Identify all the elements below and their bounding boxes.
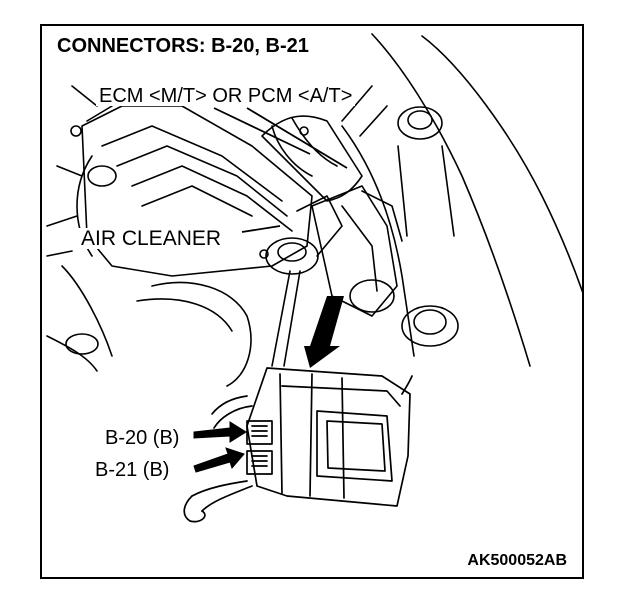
air-cleaner-leader bbox=[241, 225, 281, 233]
body-edge bbox=[341, 125, 415, 357]
connector-b21-label: B-21 (B) bbox=[92, 460, 173, 480]
pointer-arrow bbox=[310, 296, 344, 346]
fender-line bbox=[421, 35, 582, 293]
hood-outline bbox=[371, 33, 531, 367]
reservoir bbox=[265, 237, 395, 367]
ecm-module bbox=[183, 367, 413, 523]
air-cleaner-housing bbox=[76, 105, 343, 277]
ecm-leader-2 bbox=[246, 107, 348, 169]
ecm-label: ECM <M/T> OR PCM <A/T> bbox=[96, 86, 356, 106]
engine-bay-illustration bbox=[46, 33, 582, 523]
ecm-bracket bbox=[311, 185, 403, 317]
intake-hose bbox=[261, 85, 388, 202]
figure-code: AK500052AB bbox=[464, 553, 570, 569]
diagram-frame: CONNECTORS: B-20, B-21 ECM <M/T> OR PCM … bbox=[40, 24, 584, 579]
ecm-leader-1 bbox=[213, 107, 311, 155]
diagram-title: CONNECTORS: B-20, B-21 bbox=[54, 36, 312, 56]
air-cleaner-label: AIR CLEANER bbox=[78, 228, 225, 249]
strut-tower bbox=[397, 106, 459, 347]
connector-b20-label: B-20 (B) bbox=[102, 428, 183, 448]
connector-arrows bbox=[193, 421, 247, 473]
pointer-arrow-head bbox=[304, 346, 340, 368]
lower-hoses bbox=[46, 85, 252, 387]
